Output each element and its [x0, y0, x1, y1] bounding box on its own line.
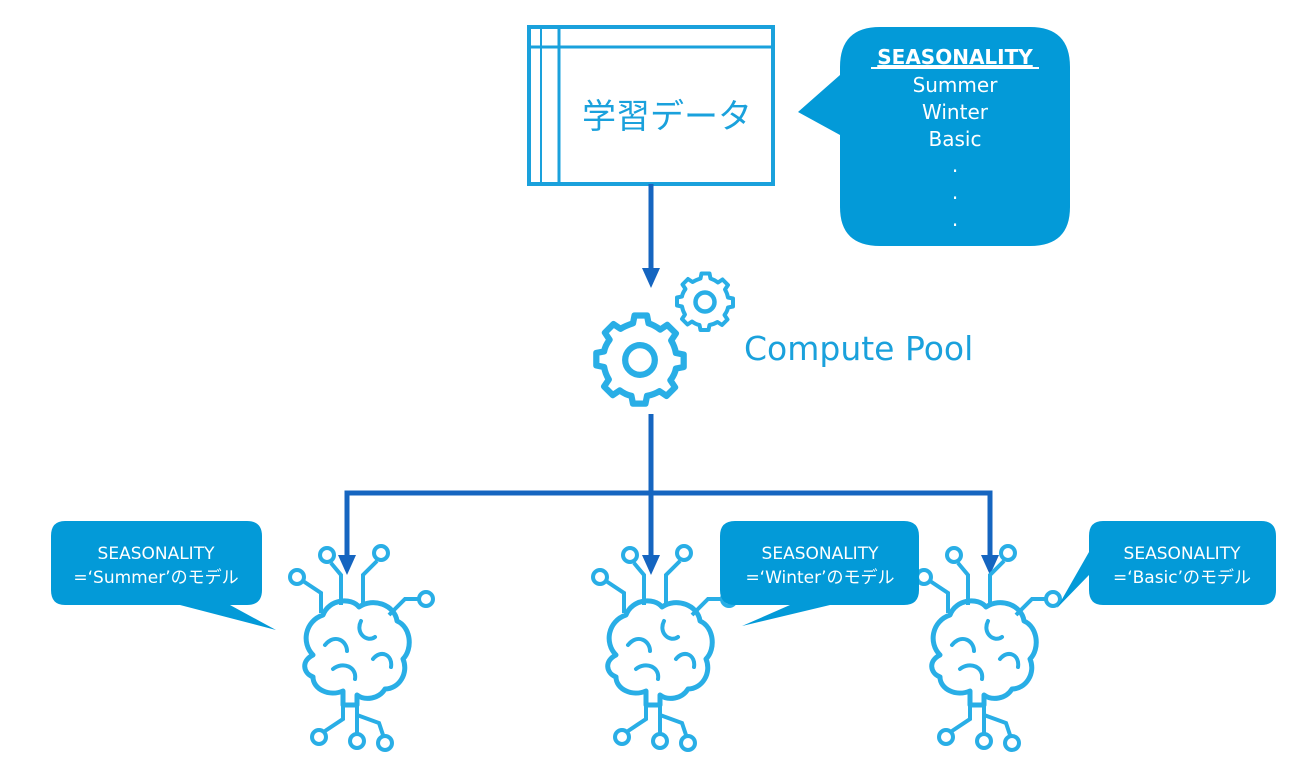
model-callout-line2: =‘Basic’のモデル	[1113, 567, 1251, 588]
arrowhead	[338, 555, 356, 575]
arrowhead	[981, 555, 999, 575]
branch-connectors	[344, 414, 993, 556]
seasonality-item: .	[952, 207, 958, 231]
model-callout-line1: SEASONALITY	[98, 544, 216, 564]
model-callout-line2: =‘Summer’のモデル	[73, 567, 238, 588]
model-callout-line2: =‘Winter’のモデル	[745, 567, 894, 588]
gear-icon	[675, 271, 735, 332]
dataset-box: 学習データ	[527, 25, 775, 186]
seasonality-callout-title: SEASONALITY	[877, 45, 1033, 69]
ai-brain-icon	[290, 546, 433, 750]
gear-icon	[596, 316, 683, 404]
ai-brain-icon	[917, 546, 1060, 750]
model-callout-winter: SEASONALITY =‘Winter’のモデル	[720, 521, 919, 626]
model-callout-line1: SEASONALITY	[762, 544, 880, 564]
model-callout-summer: SEASONALITY =‘Summer’のモデル	[51, 521, 276, 630]
model-callout-basic: SEASONALITY =‘Basic’のモデル	[1057, 521, 1276, 608]
seasonality-item: Summer	[913, 73, 999, 97]
seasonality-item: .	[952, 153, 958, 177]
model-callout-line1: SEASONALITY	[1124, 544, 1242, 564]
seasonality-callout: SEASONALITY Summer Winter Basic . . .	[798, 27, 1070, 246]
seasonality-item: Winter	[922, 100, 989, 124]
seasonality-item: .	[952, 180, 958, 204]
dataset-label: 学習データ	[582, 97, 752, 137]
arrowhead	[642, 555, 660, 575]
compute-pool-label: Compute Pool	[744, 329, 973, 368]
ai-brain-icon	[593, 546, 736, 750]
arrow-dataset-to-pool	[642, 184, 660, 288]
seasonality-item: Basic	[929, 127, 982, 151]
